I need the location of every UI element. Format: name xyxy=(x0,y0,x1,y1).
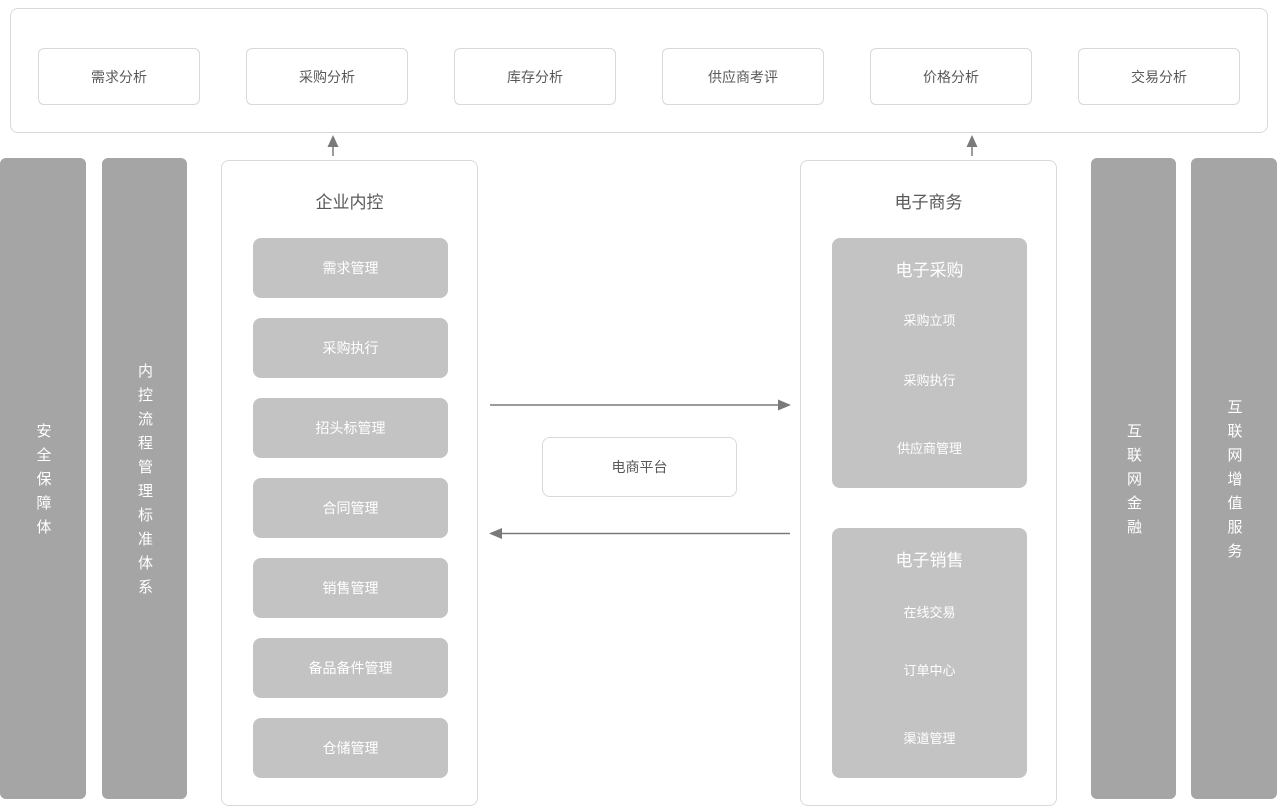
e-sales-title: 电子销售 xyxy=(895,551,964,570)
internal-control-item: 需求管理 xyxy=(253,238,448,298)
group-item: 渠道管理 xyxy=(903,731,956,746)
ecommerce-title: 电子商务 xyxy=(894,193,963,212)
group-item: 供应商管理 xyxy=(896,441,962,456)
ecommerce-platform-box: 电商平台 xyxy=(542,437,737,497)
analysis-card-label: 交易分析 xyxy=(1131,68,1187,85)
group-item: 在线交易 xyxy=(903,605,956,620)
internal-control-item: 仓储管理 xyxy=(253,718,448,778)
up-arrow-left-icon xyxy=(327,135,339,156)
internal-control-item: 销售管理 xyxy=(253,558,448,618)
ecommerce-panel: 电子商务 电子采购 采购立项 采购执行 供应商管理 电子销售 在线交易 订单中心… xyxy=(800,160,1057,806)
internet-vas-label: 互联网增值服务 xyxy=(1225,399,1243,567)
internal-control-title: 企业内控 xyxy=(315,193,384,212)
analysis-card-purchase: 采购分析 xyxy=(246,48,408,105)
arrow-left-icon xyxy=(489,528,790,539)
internal-control-panel: 企业内控 需求管理 采购执行 招头标管理 合同管理 销售管理 备品备件管理 仓储… xyxy=(221,160,478,806)
analysis-card-inventory: 库存分析 xyxy=(454,48,616,105)
analysis-card-price: 价格分析 xyxy=(870,48,1032,105)
analysis-card-label: 价格分析 xyxy=(923,68,979,85)
internal-control-item: 备品备件管理 xyxy=(253,638,448,698)
control-standard-label: 内控流程管理标准体系 xyxy=(136,363,153,603)
analysis-card-label: 库存分析 xyxy=(507,68,563,85)
analysis-card-trade: 交易分析 xyxy=(1078,48,1240,105)
item-label: 招头标管理 xyxy=(315,420,386,436)
internet-finance-bar: 互联网金融 xyxy=(1091,158,1176,799)
up-arrow-right-icon xyxy=(966,135,978,156)
e-procurement-title: 电子采购 xyxy=(895,261,964,280)
analysis-panel: 需求分析 采购分析 库存分析 供应商考评 价格分析 交易分析 xyxy=(10,8,1268,133)
internal-control-item: 合同管理 xyxy=(253,478,448,538)
item-label: 合同管理 xyxy=(322,500,379,516)
internet-vas-bar: 互联网增值服务 xyxy=(1191,158,1277,799)
arrow-right-icon xyxy=(490,399,791,411)
analysis-card-supplier: 供应商考评 xyxy=(662,48,824,105)
analysis-card-label: 采购分析 xyxy=(299,68,355,85)
ecommerce-platform-label: 电商平台 xyxy=(611,459,668,475)
analysis-card-label: 供应商考评 xyxy=(708,68,778,85)
analysis-card-label: 需求分析 xyxy=(91,68,147,85)
e-procurement-card: 电子采购 采购立项 采购执行 供应商管理 xyxy=(832,238,1027,488)
control-standard-bar: 内控流程管理标准体系 xyxy=(102,158,187,799)
security-assurance-bar: 安全保障体 xyxy=(0,158,86,799)
security-assurance-label: 安全保障体 xyxy=(34,423,52,543)
group-item: 采购执行 xyxy=(903,373,956,388)
internet-finance-label: 互联网金融 xyxy=(1125,423,1142,543)
internal-control-item: 招头标管理 xyxy=(253,398,448,458)
group-item: 采购立项 xyxy=(903,313,956,328)
analysis-card-demand: 需求分析 xyxy=(38,48,200,105)
internal-control-item: 采购执行 xyxy=(253,318,448,378)
item-label: 采购执行 xyxy=(322,340,379,356)
item-label: 仓储管理 xyxy=(322,740,379,756)
item-label: 需求管理 xyxy=(322,260,379,276)
group-item: 订单中心 xyxy=(903,663,956,678)
e-sales-card: 电子销售 在线交易 订单中心 渠道管理 xyxy=(832,528,1027,778)
item-label: 销售管理 xyxy=(322,580,379,596)
item-label: 备品备件管理 xyxy=(308,660,393,676)
